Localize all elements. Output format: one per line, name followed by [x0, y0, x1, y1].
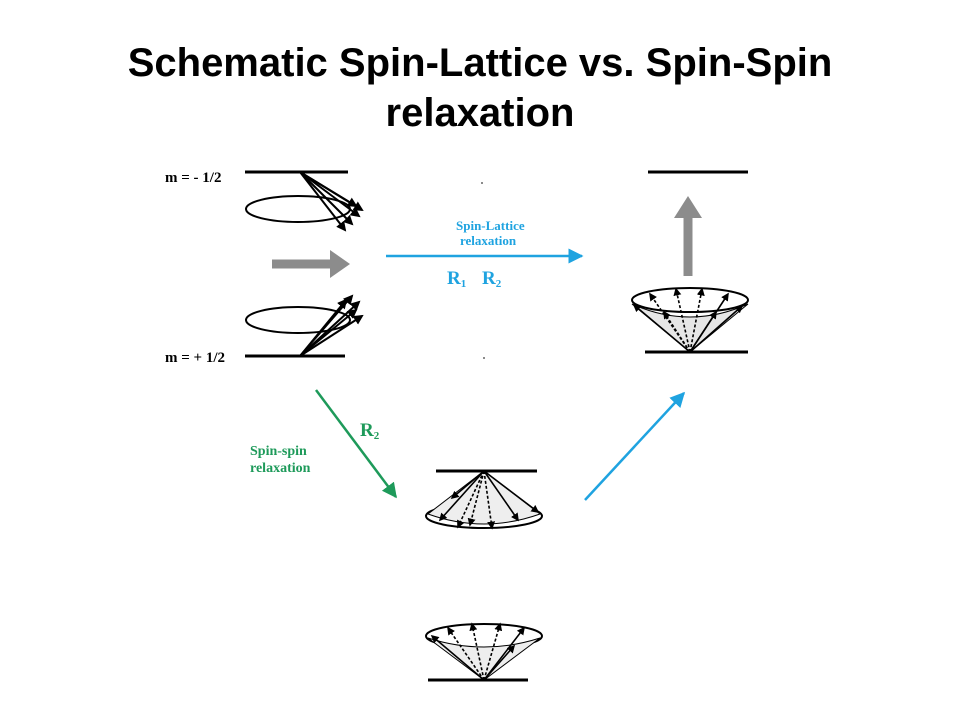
spin-lattice-label-line2: relaxation [460, 233, 517, 248]
stray-dot [481, 182, 483, 184]
lower-precession-cone-ellipse [245, 306, 351, 334]
final-state [631, 170, 749, 354]
dephased-lower-cone [427, 637, 541, 681]
final-precession-ellipse [631, 287, 749, 313]
upper-precession-cone-ellipse [245, 195, 351, 223]
spin-lattice-rate-r1: R1 [447, 268, 466, 290]
return-blue-arrow [584, 391, 686, 501]
spin-spin-label-line2: relaxation [250, 461, 311, 476]
dephased-upper-vectors [438, 470, 540, 530]
spin-lattice-transition: Spin-Lattice relaxation R1 R2 [386, 218, 584, 290]
dephased-upper-cone [426, 470, 542, 525]
final-spin-vectors [632, 287, 744, 353]
stray-dot [483, 357, 485, 359]
spin-lattice-rate-r2: R2 [482, 268, 502, 290]
title-line-1: Schematic Spin-Lattice vs. Spin-Spin [127, 41, 833, 85]
slide-title: Schematic Spin-Lattice vs. Spin-Spin rel… [0, 38, 960, 138]
final-gray-arrowhead [674, 196, 702, 218]
population-gray-arrowhead [330, 250, 350, 278]
spin-spin-arrow [314, 389, 398, 499]
initial-state: m = - 1/2 m = + 1/2 [165, 170, 364, 366]
dephased-state [425, 469, 543, 682]
title-line-2: relaxation [385, 91, 575, 135]
spin-lattice-label-line1: Spin-Lattice [456, 218, 525, 233]
upper-spin-vectors [299, 171, 364, 232]
spin-spin-label-line1: Spin-spin [250, 444, 307, 459]
lower-level-label: m = + 1/2 [165, 350, 225, 366]
spin-spin-transition: R2 Spin-spin relaxation [250, 389, 398, 499]
spin-spin-rate-r2: R2 [360, 420, 380, 442]
dephased-lower-vectors [430, 622, 525, 681]
lower-spin-vectors [299, 294, 364, 357]
upper-level-label: m = - 1/2 [165, 170, 221, 186]
